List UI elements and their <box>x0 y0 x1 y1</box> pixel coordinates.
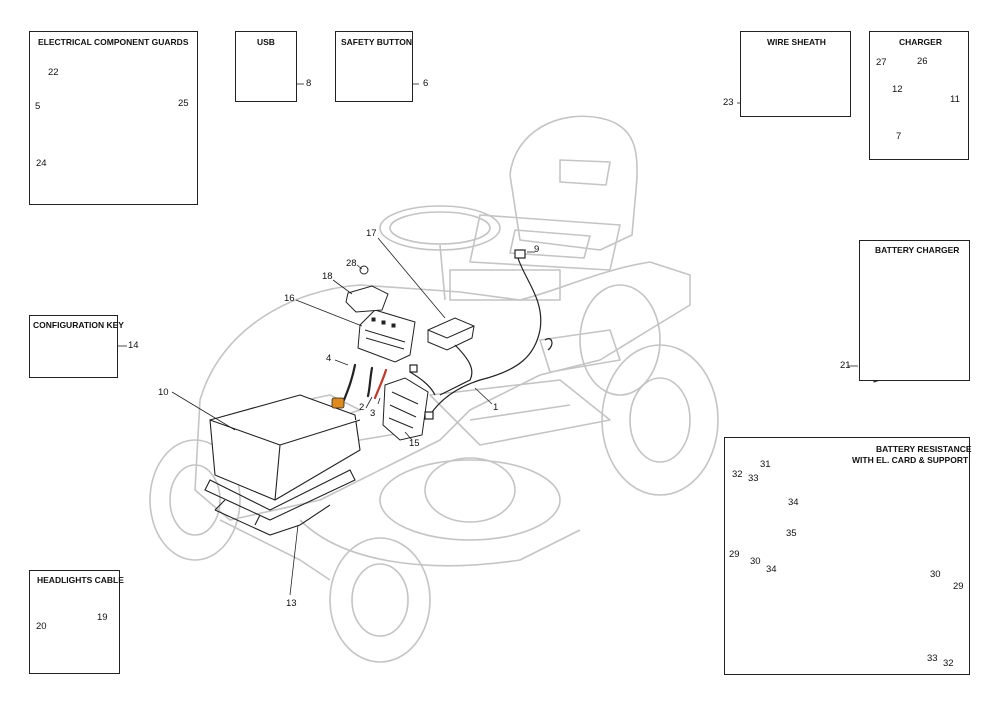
callout-34b: 34 <box>766 564 777 575</box>
callout-30a: 30 <box>750 556 761 567</box>
title-headlights-cable: HEADLIGHTS CABLE <box>37 575 124 585</box>
callout-33a: 33 <box>748 473 759 484</box>
callout-7: 7 <box>896 131 902 142</box>
controller-module <box>427 317 475 351</box>
bracket-part <box>345 265 389 313</box>
callout-6: 6 <box>423 78 429 89</box>
title-wire-sheath: WIRE SHEATH <box>767 37 826 47</box>
title-configuration-key: CONFIGURATION KEY <box>33 320 124 330</box>
callout-8: 8 <box>306 78 312 89</box>
tractor-outline <box>149 115 719 663</box>
panel-wire-sheath <box>740 31 851 117</box>
electronic-card <box>382 377 429 441</box>
title-usb: USB <box>257 37 275 47</box>
callout-19: 19 <box>97 612 108 623</box>
leader-lines <box>118 83 858 596</box>
callout-12: 12 <box>892 84 903 95</box>
panel-headlights-cable <box>29 570 120 674</box>
callout-10: 10 <box>158 387 169 398</box>
control-board <box>357 309 416 363</box>
callout-25: 25 <box>178 98 189 109</box>
callout-29a: 29 <box>729 549 740 560</box>
callout-31: 31 <box>760 459 771 470</box>
callout-30b: 30 <box>930 569 941 580</box>
wiring-harness <box>409 249 553 420</box>
callout-1: 1 <box>493 402 499 413</box>
callout-35: 35 <box>786 528 797 539</box>
callout-28: 28 <box>346 258 357 269</box>
title-safety-button: SAFETY BUTTON <box>341 37 412 47</box>
callout-5: 5 <box>35 101 41 112</box>
battery-tray <box>204 469 356 536</box>
panel-electrical-guards <box>29 31 198 205</box>
callout-20: 20 <box>36 621 47 632</box>
title-charger: CHARGER <box>899 37 942 47</box>
callout-26: 26 <box>917 56 928 67</box>
panel-battery-resistance <box>724 437 970 675</box>
panel-battery-charger <box>859 240 970 381</box>
callout-14: 14 <box>128 340 139 351</box>
title-battery-charger: BATTERY CHARGER <box>875 245 960 255</box>
callout-9: 9 <box>534 244 540 255</box>
panel-safety-button <box>335 31 413 102</box>
callout-16: 16 <box>284 293 295 304</box>
callout-4: 4 <box>326 353 332 364</box>
power-cables <box>342 363 388 402</box>
panel-configuration-key <box>29 315 118 378</box>
callout-3: 3 <box>370 408 376 419</box>
callout-32a: 32 <box>732 469 743 480</box>
callout-15: 15 <box>409 438 420 449</box>
callout-34a: 34 <box>788 497 799 508</box>
panel-charger <box>869 31 969 160</box>
callout-32b: 32 <box>943 658 954 669</box>
callout-33b: 33 <box>927 653 938 664</box>
callout-27: 27 <box>876 57 887 68</box>
callout-29b: 29 <box>953 581 964 592</box>
orange-connector <box>331 397 345 409</box>
callout-23: 23 <box>723 97 734 108</box>
callout-2: 2 <box>359 402 365 413</box>
callout-13: 13 <box>286 598 297 609</box>
callout-24: 24 <box>36 158 47 169</box>
callout-21: 21 <box>840 360 851 371</box>
title-battery-resistance-1: BATTERY RESISTANCE <box>876 444 972 454</box>
callout-11: 11 <box>950 94 960 105</box>
callout-18: 18 <box>322 271 333 282</box>
panel-usb <box>235 31 297 102</box>
callout-17: 17 <box>366 228 377 239</box>
title-electrical-guards: ELECTRICAL COMPONENT GUARDS <box>38 37 189 47</box>
callout-22: 22 <box>48 67 59 78</box>
title-battery-resistance-2: WITH EL. CARD & SUPPORT <box>852 455 969 465</box>
battery-pack <box>209 394 361 501</box>
